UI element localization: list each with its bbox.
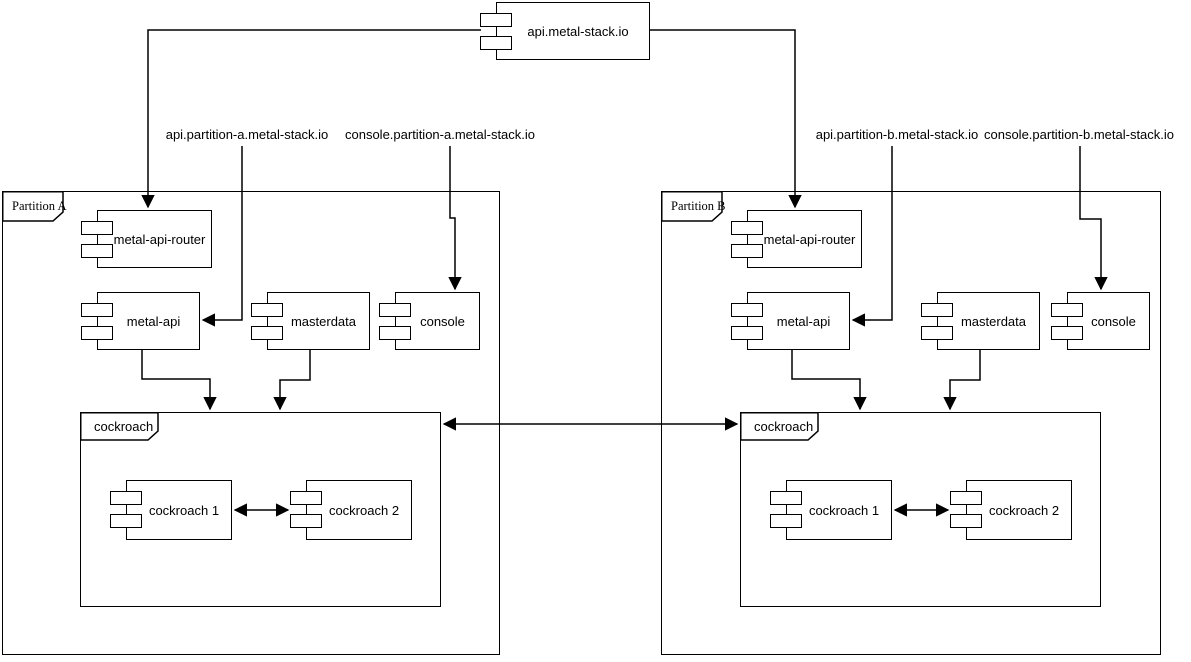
component-label: console (1091, 313, 1136, 329)
component-port-icon (81, 221, 113, 235)
component-port-icon (480, 36, 512, 50)
component-port-icon (731, 221, 763, 235)
component-port-icon (81, 244, 113, 258)
partition-a-tab (1, 190, 64, 222)
component-console-a: console (379, 292, 480, 350)
component-label: masterdata (290, 313, 357, 329)
component-port-icon (921, 303, 953, 317)
component-label: console (420, 313, 465, 329)
component-metal-api-a: metal-api (81, 292, 200, 350)
component-port-icon (950, 491, 982, 505)
component-label: cockroach 1 (148, 502, 220, 518)
cockroach-a-label: cockroach (94, 419, 154, 434)
component-masterdata-b: masterdata (921, 292, 1040, 350)
component-console-b: console (1051, 292, 1150, 350)
cockroach-b-label: cockroach (754, 419, 814, 434)
cockroach-frame-b: cockroach (739, 411, 1101, 607)
component-port-icon (251, 326, 283, 340)
component-port-icon (770, 491, 802, 505)
component-label: cockroach 2 (988, 502, 1060, 518)
component-label: metal-api-router (763, 231, 856, 247)
component-port-icon (81, 303, 113, 317)
component-port-icon (81, 326, 113, 340)
component-label: metal-api-router (113, 231, 206, 247)
partition-a-label: Partition A (12, 199, 67, 213)
cockroach-frame-a: cockroach (79, 411, 441, 607)
partition-b-label: Partition B (671, 199, 726, 213)
component-port-icon (770, 514, 802, 528)
component-label: masterdata (960, 313, 1027, 329)
component-label: metal-api (776, 313, 831, 329)
cockroach-b-tab (739, 411, 819, 441)
component-label: metal-api (126, 313, 181, 329)
component-port-icon (731, 303, 763, 317)
component-port-icon (950, 514, 982, 528)
component-port-icon (921, 326, 953, 340)
component-api-metal-stack-io: api.metal-stack.io (480, 2, 650, 60)
component-port-icon (1051, 326, 1083, 340)
component-port-icon (110, 514, 142, 528)
component-masterdata-a: masterdata (251, 292, 370, 350)
component-cockroach1-a: cockroach 1 (110, 480, 232, 540)
component-cockroach1-b: cockroach 1 (770, 480, 892, 540)
component-port-icon (251, 303, 283, 317)
dns-label-console-partition-b: console.partition-b.metal-stack.io (983, 127, 1175, 142)
component-port-icon (379, 326, 411, 340)
connector-root-to-router-a (141, 29, 481, 209)
component-label: cockroach 1 (808, 502, 880, 518)
component-port-icon (731, 244, 763, 258)
component-metal-api-b: metal-api (731, 292, 850, 350)
component-label: cockroach 2 (328, 502, 400, 518)
component-port-icon (480, 13, 512, 27)
component-cockroach2-b: cockroach 2 (950, 480, 1072, 540)
component-label: api.metal-stack.io (527, 23, 629, 39)
connector-root-to-router-b (650, 29, 802, 209)
component-metal-api-router-a: metal-api-router (81, 210, 212, 268)
component-port-icon (290, 514, 322, 528)
component-port-icon (290, 491, 322, 505)
component-port-icon (1051, 303, 1083, 317)
dns-label-console-partition-a: console.partition-a.metal-stack.io (344, 127, 536, 142)
component-metal-api-router-b: metal-api-router (731, 210, 862, 268)
component-port-icon (110, 491, 142, 505)
component-port-icon (379, 303, 411, 317)
dns-label-api-partition-b: api.partition-b.metal-stack.io (815, 127, 979, 142)
cockroach-a-tab (79, 411, 159, 441)
component-port-icon (731, 326, 763, 340)
component-cockroach2-a: cockroach 2 (290, 480, 412, 540)
dns-label-api-partition-a: api.partition-a.metal-stack.io (165, 127, 329, 142)
